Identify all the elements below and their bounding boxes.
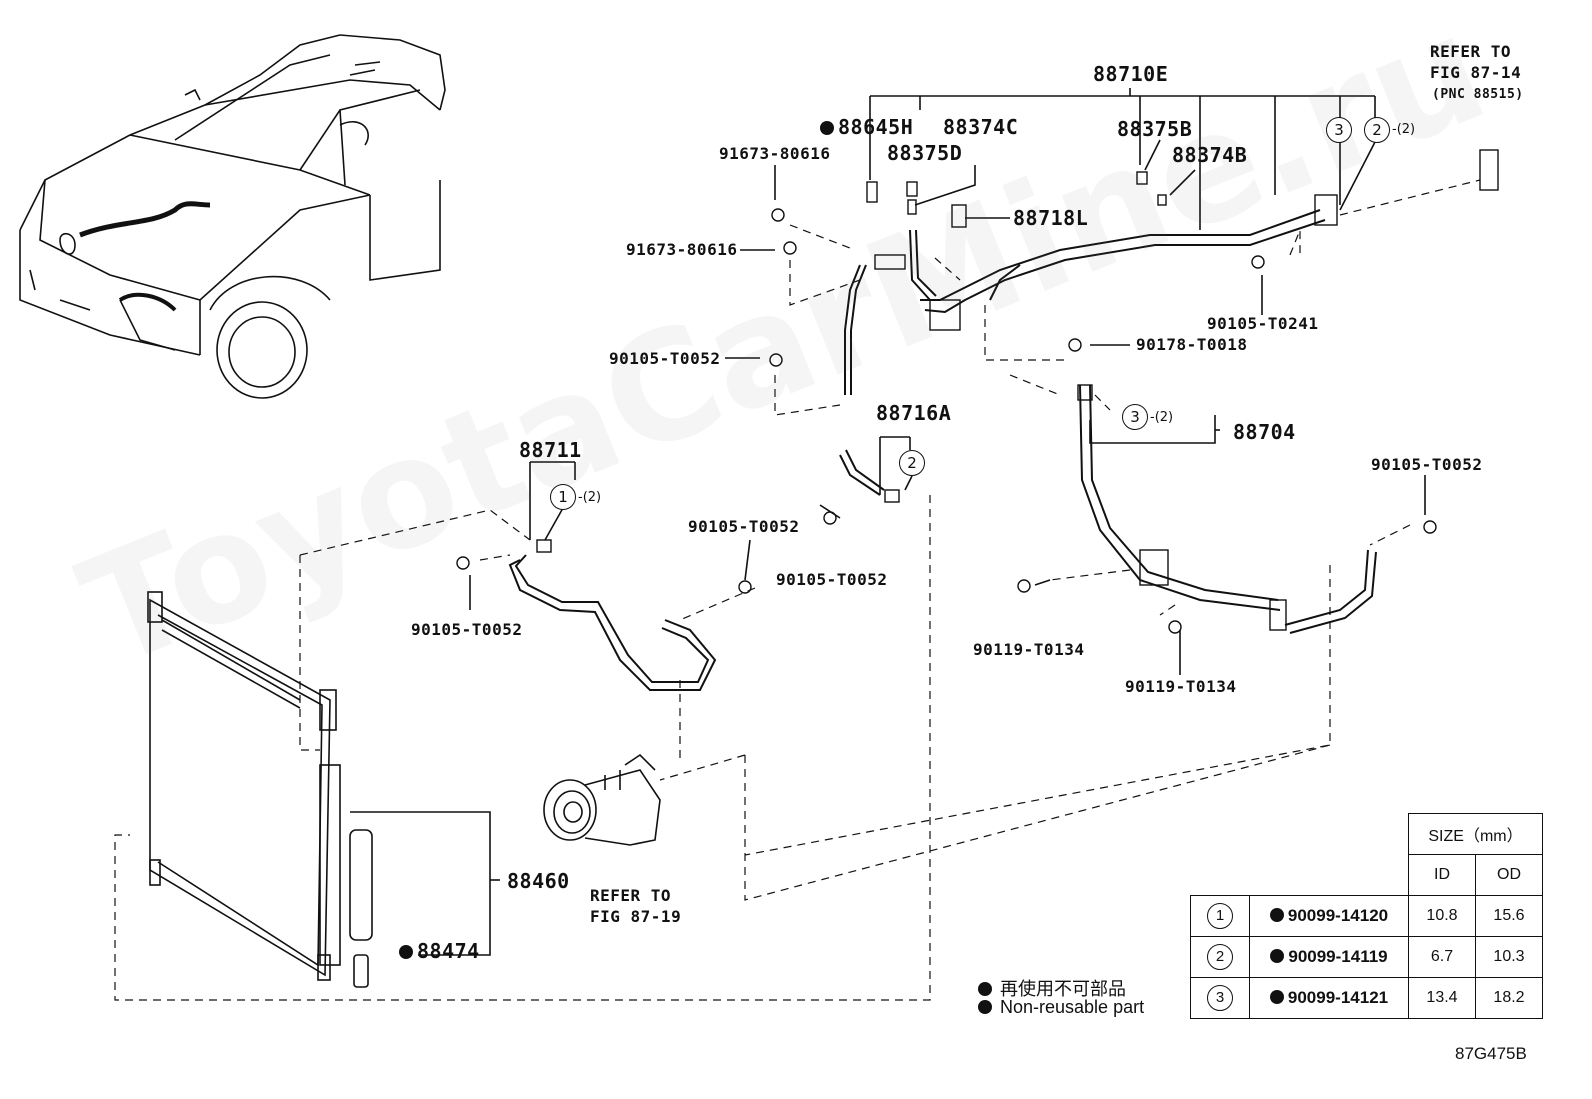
part-label-90105-T0052-center: 90105-T0052 <box>776 570 888 589</box>
part-label-88645H: 88645H <box>820 117 913 137</box>
callout-3-top: 3 <box>1326 117 1352 143</box>
table-blank <box>1191 814 1250 855</box>
table-blank <box>1250 814 1409 855</box>
part-label-88374B: 88374B <box>1172 143 1248 167</box>
id-cell: 6.7 <box>1408 936 1476 978</box>
refer-top-line3: (PNC 88515) <box>1432 87 1524 102</box>
od-cell: 10.3 <box>1475 936 1543 978</box>
part-label-90105-T0052-mid: 90105-T0052 <box>688 517 800 536</box>
part-label-88711: 88711 <box>519 438 582 462</box>
refer-bottom-line1: REFER TO <box>590 886 672 905</box>
id-cell: 13.4 <box>1408 977 1476 1019</box>
non-reusable-dot-icon <box>1269 990 1284 1004</box>
table-blank <box>1191 855 1250 896</box>
non-reusable-dot-icon <box>820 121 834 135</box>
ref-circle: 1 <box>1207 903 1233 929</box>
part-label-88460: 88460 <box>507 869 570 893</box>
callout-3-mid: 3 <box>1122 404 1148 430</box>
part-label-88710E: 88710E <box>1093 62 1169 86</box>
part-label-90105-T0241: 90105-T0241 <box>1207 314 1319 333</box>
col-id-header: ID <box>1408 854 1476 896</box>
callout-2-top: 2 <box>1364 117 1390 143</box>
size-table: SIZE（mm） ID OD 1 90099-14120 10.8 15.6 2… <box>1190 813 1543 1019</box>
ref-cell: 2 <box>1190 936 1250 978</box>
table-row: 1 90099-14120 10.8 15.6 <box>1190 895 1543 937</box>
legend-jp-text: 再使用不可部品 <box>1000 979 1126 999</box>
non-reusable-dot-icon <box>978 982 992 996</box>
od-cell: 18.2 <box>1475 977 1543 1019</box>
part-label-91673-80616: 91673-80616 <box>626 240 738 259</box>
non-reusable-dot-icon <box>978 1000 992 1014</box>
part-label-90105-T0052-bottom: 90105-T0052 <box>411 620 523 639</box>
legend-jp: 再使用不可部品 <box>978 975 1126 1001</box>
non-reusable-dot-icon <box>1269 908 1284 922</box>
part-label-88718L: 88718L <box>1013 206 1089 230</box>
part-label-88704: 88704 <box>1233 420 1296 444</box>
ref-circle: 2 <box>1207 944 1233 970</box>
refer-top-line2: FIG 87-14 <box>1430 63 1522 82</box>
part-label-88716A: 88716A <box>876 401 952 425</box>
part-number: 88474 <box>417 939 480 963</box>
id-cell: 10.8 <box>1408 895 1476 937</box>
part-cell: 90099-14119 <box>1249 936 1409 978</box>
part-label-90105-T0052-right: 90105-T0052 <box>1371 455 1483 474</box>
legend-en-text: Non-reusable part <box>1000 997 1145 1017</box>
part-label-88374C: 88374C <box>943 115 1019 139</box>
part-number: 88645H <box>838 115 914 139</box>
part-label-88375B: 88375B <box>1117 117 1193 141</box>
part-number: 90099-14121 <box>1287 988 1389 1007</box>
part-label-90105-T0052-left: 90105-T0052 <box>609 349 721 368</box>
legend-en: Non-reusable part <box>978 997 1144 1018</box>
callout-2-top-qty: -(2) <box>1392 122 1416 137</box>
ref-circle: 3 <box>1207 985 1233 1011</box>
table-row: 3 90099-14121 13.4 18.2 <box>1190 977 1543 1019</box>
non-reusable-dot-icon <box>1270 949 1285 963</box>
part-number: 90099-14119 <box>1288 947 1388 966</box>
size-header: SIZE（mm） <box>1408 813 1543 855</box>
part-label-88474: 88474 <box>399 941 480 961</box>
part-label-90178-T0018: 90178-T0018 <box>1136 335 1248 354</box>
callout-1: 1 <box>550 484 576 510</box>
drawing-code: 87G475B <box>1455 1044 1527 1063</box>
part-number: 90099-14120 <box>1287 906 1389 925</box>
part-label-88375D: 88375D <box>887 141 963 165</box>
part-label-90119-T0134-left: 90119-T0134 <box>973 640 1085 659</box>
condenser-illustration <box>147 591 373 988</box>
callout-2-mid: 2 <box>899 450 925 476</box>
table-blank <box>1250 855 1409 896</box>
callout-3-mid-qty: -(2) <box>1150 410 1174 425</box>
ref-cell: 3 <box>1190 977 1250 1019</box>
od-cell: 15.6 <box>1475 895 1543 937</box>
part-cell: 90099-14121 <box>1249 977 1409 1019</box>
table-row: 2 90099-14119 6.7 10.3 <box>1190 936 1543 978</box>
refer-top-line1: REFER TO <box>1430 42 1512 61</box>
col-od-header: OD <box>1475 854 1543 896</box>
callout-1-qty: -(2) <box>578 490 602 505</box>
compressor-illustration <box>543 753 661 846</box>
refer-bottom-line2: FIG 87-19 <box>590 907 682 926</box>
part-label-90119-T0134-right: 90119-T0134 <box>1125 677 1237 696</box>
part-cell: 90099-14120 <box>1249 895 1409 937</box>
vehicle-illustration <box>19 34 446 399</box>
ref-cell: 1 <box>1190 895 1250 937</box>
non-reusable-dot-icon <box>399 945 413 959</box>
part-label-91673-80616-top: 91673-80616 <box>719 144 831 163</box>
